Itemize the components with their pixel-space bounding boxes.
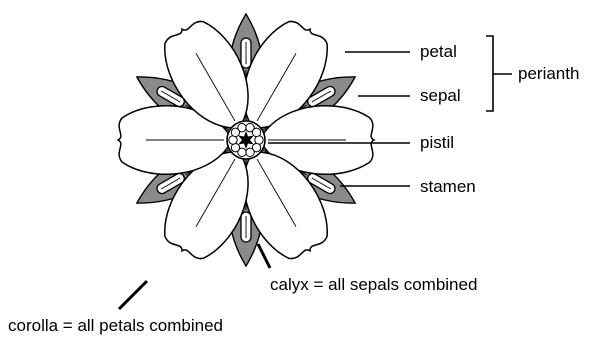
calyx-leader-line — [258, 244, 270, 268]
corolla-leader-line — [119, 281, 147, 309]
stamen-base — [229, 136, 237, 144]
stamen-base — [231, 143, 239, 151]
stamen-label: stamen — [420, 178, 476, 195]
sepal-label: sepal — [420, 87, 461, 104]
stamen-base — [252, 128, 260, 136]
pistil-center — [227, 121, 265, 159]
perianth-label: perianth — [518, 65, 579, 82]
perianth-bracket — [486, 36, 512, 111]
calyx-label: calyx = all sepals combined — [270, 276, 477, 293]
corolla-label: corolla = all petals combined — [8, 317, 223, 334]
stamen-base — [255, 136, 263, 144]
stamen-base — [246, 148, 254, 156]
petal-label: petal — [420, 43, 457, 60]
pistil-label: pistil — [420, 134, 454, 151]
stamen-base — [238, 123, 246, 131]
